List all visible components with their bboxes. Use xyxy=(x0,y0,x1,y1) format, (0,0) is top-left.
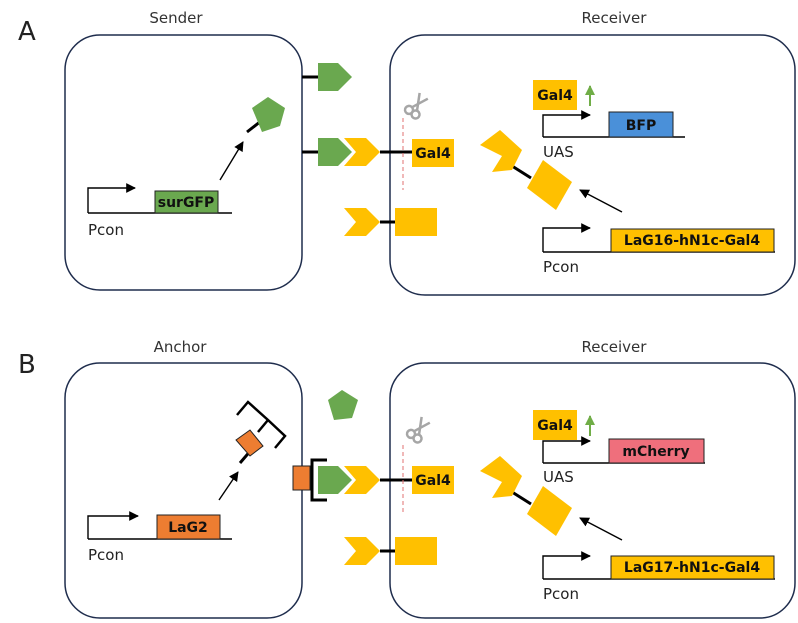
receptor-gal4-domain xyxy=(527,486,572,536)
gal4-label: Gal4 xyxy=(415,473,451,489)
unbound-gal4-box xyxy=(395,537,437,565)
receptor-chevron xyxy=(480,456,522,498)
left-gene-label: surGFP xyxy=(158,195,215,211)
promoter-arrow xyxy=(542,436,591,463)
receptor-linker xyxy=(511,164,532,180)
panel-letter: B xyxy=(18,350,36,380)
unbound-receptor-chevron xyxy=(344,537,380,565)
panel-b: B Anchor Receiver LaG2 Pcon Gal4 xyxy=(18,338,796,619)
expression-arrow xyxy=(579,189,623,213)
expression-arrow xyxy=(218,471,239,501)
sender-cell xyxy=(64,34,303,291)
gal4-tether-box xyxy=(412,466,454,494)
receptor-gene-construct: LaG17-hN1c-Gal4 Pcon xyxy=(542,551,775,603)
sender-gene-construct: surGFP Pcon xyxy=(87,183,232,239)
anchor-cell xyxy=(64,362,303,619)
receptor-gene-box xyxy=(610,555,775,580)
scissors-icon xyxy=(405,416,431,444)
unbound-gal4-box xyxy=(395,208,437,236)
surface-gfp xyxy=(318,63,352,91)
receptor-nanobody-chevron xyxy=(344,138,380,166)
receiver-cell xyxy=(389,362,796,619)
promoter-arrow xyxy=(87,511,139,539)
mcherry-gene-box xyxy=(608,438,705,464)
promoter-arrow xyxy=(542,110,591,137)
right-cell-label: Receiver xyxy=(582,9,648,27)
promoter-arrow xyxy=(542,223,591,252)
lag2-gene-box xyxy=(156,514,221,540)
reporter-label: mCherry xyxy=(622,444,689,460)
surface-lag2 xyxy=(292,465,311,491)
lag2-bracket xyxy=(236,400,287,449)
left-cell-label: Sender xyxy=(149,9,203,27)
free-gal4-label: Gal4 xyxy=(537,88,573,104)
right-promoter-label: Pcon xyxy=(543,258,579,276)
unbound-receptor-chevron xyxy=(344,208,380,236)
receptor-gene-construct: LaG16-hN1c-Gal4 Pcon xyxy=(542,223,775,276)
promoter-arrow xyxy=(542,551,591,579)
reporter-construct: mCherry UAS xyxy=(542,436,705,486)
left-promoter-label: Pcon xyxy=(88,221,124,239)
scissors-icon xyxy=(403,92,429,120)
reporter-construct: BFP UAS xyxy=(542,110,685,161)
left-cell-label: Anchor xyxy=(154,338,208,356)
expression-arrow xyxy=(219,141,244,181)
uas-label: UAS xyxy=(543,468,574,486)
receptor-gene-label: LaG17-hN1c-Gal4 xyxy=(624,560,760,576)
anchor-gene-construct: LaG2 Pcon xyxy=(87,511,232,564)
receptor-gene-label: LaG16-hN1c-Gal4 xyxy=(624,233,760,249)
bfp-gene-box xyxy=(608,111,674,138)
bound-gfp xyxy=(318,466,352,494)
gfp-protein-intracellular xyxy=(252,97,285,132)
receptor-gal4-domain xyxy=(527,160,572,210)
left-promoter-label: Pcon xyxy=(88,546,124,564)
panel-a: A Sender Receiver surGFP Pcon Gal4 xyxy=(18,9,796,296)
free-gfp xyxy=(328,390,358,420)
free-gal4-box xyxy=(533,80,577,110)
uas-label: UAS xyxy=(543,143,574,161)
surgfp-gene-box xyxy=(154,190,219,214)
receptor-linker xyxy=(511,490,532,506)
right-cell-label: Receiver xyxy=(582,338,648,356)
panel-letter: A xyxy=(18,17,36,47)
reporter-label: BFP xyxy=(626,118,657,134)
expression-arrow xyxy=(579,517,623,541)
lag2-intracellular xyxy=(235,429,264,457)
surface-lag2-bracket xyxy=(310,458,327,502)
bound-gfp xyxy=(318,138,352,166)
receptor-gene-box xyxy=(610,228,775,253)
receptor-chevron xyxy=(480,130,522,172)
receptor-nanobody-chevron xyxy=(344,466,380,494)
gal4-tether-box xyxy=(412,139,454,167)
left-gene-label: LaG2 xyxy=(168,520,208,536)
gal4-label: Gal4 xyxy=(415,146,451,162)
right-promoter-label: Pcon xyxy=(543,585,579,603)
free-gal4-box xyxy=(533,410,577,440)
free-gal4-label: Gal4 xyxy=(537,418,573,434)
promoter-arrow xyxy=(87,183,136,213)
